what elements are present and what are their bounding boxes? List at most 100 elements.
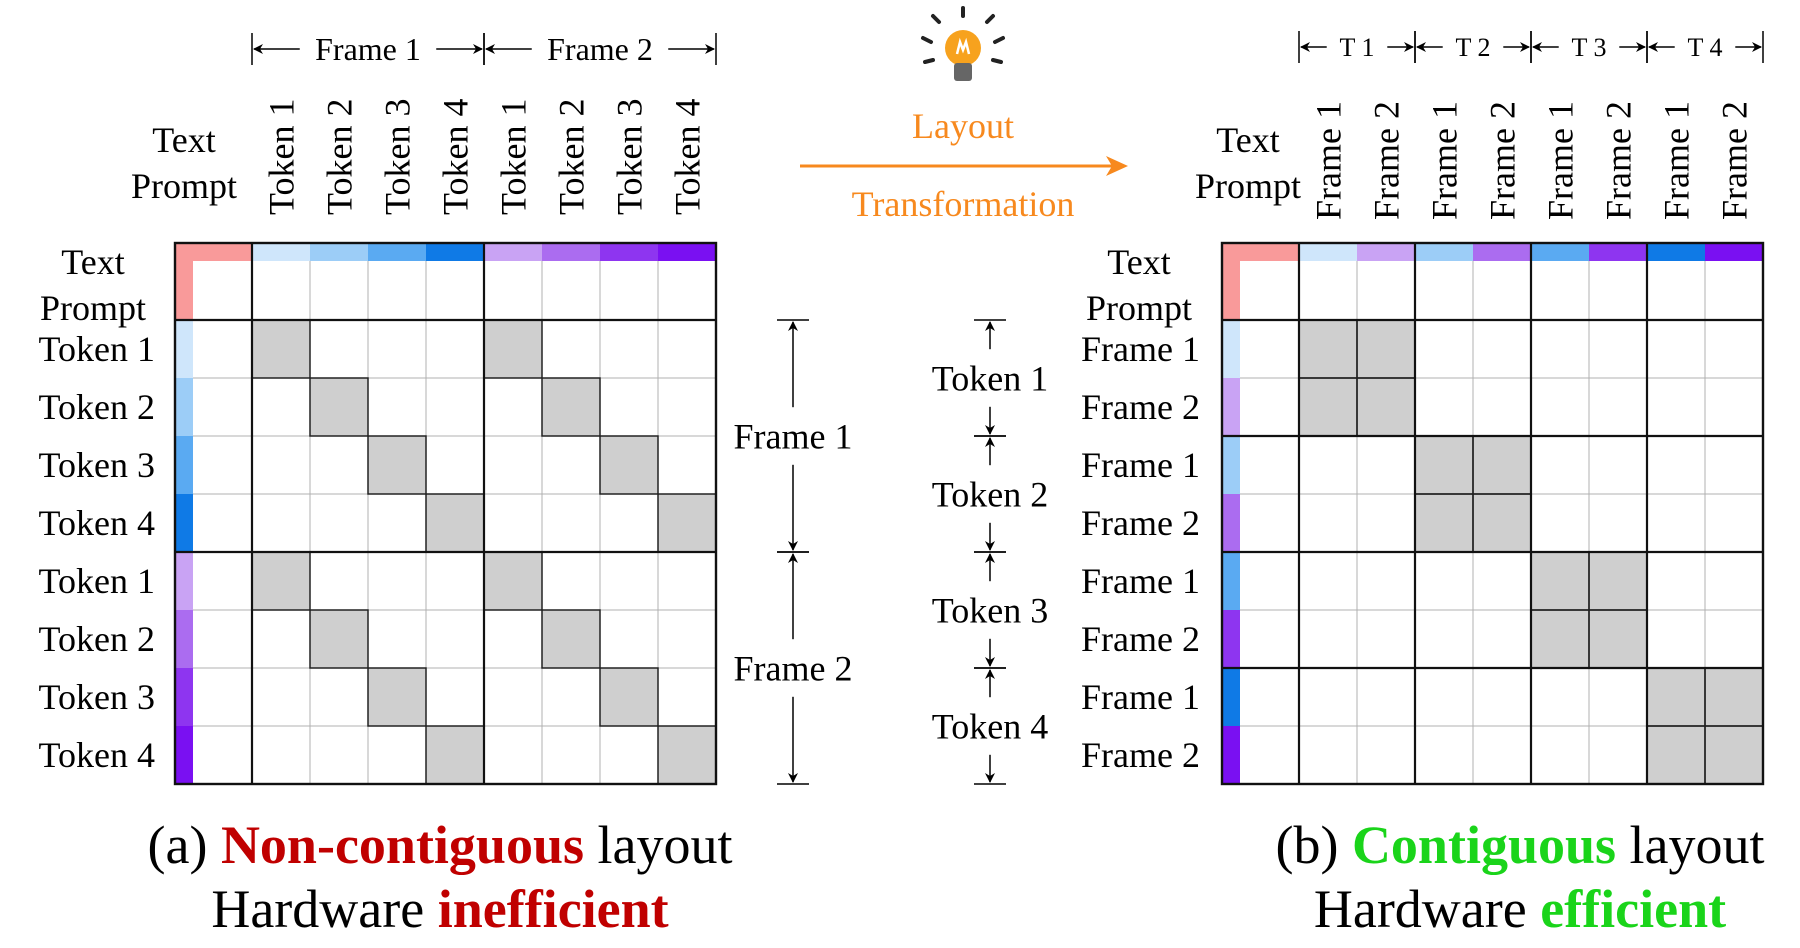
- masked-cell: [658, 726, 716, 784]
- masked-cell: [1473, 494, 1531, 552]
- left-row-label: Token 4: [39, 735, 155, 775]
- column-color-strip: [1531, 243, 1589, 261]
- right-t-header: T 3: [1572, 33, 1607, 62]
- left-col-label: Token 3: [610, 99, 650, 215]
- masked-cell: [1357, 320, 1415, 378]
- right-col-prompt-prompt: Prompt: [1195, 166, 1301, 206]
- column-color-strip: [1357, 243, 1415, 261]
- left-row-label: Token 1: [39, 329, 155, 369]
- column-color-strip: [252, 243, 310, 261]
- middle-token-span: Token 4: [932, 707, 1048, 747]
- middle-token-span: Token 2: [932, 475, 1048, 515]
- left-row-label: Token 2: [39, 387, 155, 427]
- right-caption-prefix: (b): [1275, 815, 1352, 875]
- row-color-strip: [1222, 668, 1240, 726]
- left-frame-header: Frame 2: [547, 31, 653, 67]
- bulb-ray: [921, 36, 933, 44]
- left-side-frame: Frame 1: [734, 417, 853, 457]
- masked-cell: [368, 436, 426, 494]
- right-row-label: Frame 1: [1081, 445, 1200, 485]
- column-color-strip: [1473, 243, 1531, 261]
- masked-cell: [542, 610, 600, 668]
- left-row-label: Token 3: [39, 445, 155, 485]
- right-col-label: Frame 1: [1541, 101, 1581, 220]
- masked-cell: [1705, 668, 1763, 726]
- right-t-header: T 4: [1688, 33, 1723, 62]
- transform-arrow-head: [1106, 156, 1128, 176]
- right-col-label: Frame 1: [1309, 101, 1349, 220]
- bulb-ray: [985, 14, 995, 24]
- row-color-strip: [1222, 436, 1240, 494]
- right-col-label: Frame 2: [1715, 101, 1755, 220]
- column-color-strip: [1589, 243, 1647, 261]
- right-col-prompt-text: Text: [1216, 120, 1279, 160]
- masked-cell: [658, 494, 716, 552]
- right-caption-suffix: layout: [1616, 815, 1765, 875]
- masked-cell-border: [367, 667, 427, 727]
- masked-cell: [1415, 436, 1473, 494]
- right-caption-line2: Hardware efficient: [1240, 882, 1800, 936]
- left-caption2-prefix: Hardware: [211, 879, 438, 939]
- left-attention-matrix: [173, 241, 718, 786]
- masked-cell: [1589, 610, 1647, 668]
- masked-cell: [1415, 494, 1473, 552]
- column-color-strip: [1647, 243, 1705, 261]
- left-row-prompt-text: Text: [61, 242, 124, 282]
- lightbulb-icon: [921, 6, 1005, 81]
- masked-cell: [484, 552, 542, 610]
- row-color-strip: [175, 378, 193, 436]
- right-col-label: Frame 2: [1367, 101, 1407, 220]
- masked-cell: [1473, 436, 1531, 494]
- left-col-label: Token 1: [262, 99, 302, 215]
- column-color-strip: [484, 243, 542, 261]
- masked-cell: [252, 320, 310, 378]
- row-color-strip: [175, 436, 193, 494]
- masked-cell: [1589, 552, 1647, 610]
- masked-cell: [600, 436, 658, 494]
- masked-cell: [310, 378, 368, 436]
- column-color-strip: [658, 243, 716, 261]
- row-color-strip: [175, 320, 193, 378]
- masked-cell: [1357, 378, 1415, 436]
- row-color-strip: [1222, 610, 1240, 668]
- right-col-label: Frame 2: [1483, 101, 1523, 220]
- row-color-strip: [175, 552, 193, 610]
- masked-cell: [1647, 668, 1705, 726]
- masked-cell: [426, 726, 484, 784]
- left-caption-prefix: (a): [147, 815, 221, 875]
- row-color-strip: [1222, 726, 1240, 784]
- row-color-strip: [1222, 552, 1240, 610]
- right-t-header: T 1: [1340, 33, 1375, 62]
- row-color-strip: [1222, 494, 1240, 552]
- masked-cell: [252, 552, 310, 610]
- right-row-prompt-text: Text: [1107, 242, 1170, 282]
- right-caption-line1: (b) Contiguous layout: [1240, 818, 1800, 872]
- bulb-filament: [955, 37, 971, 55]
- column-color-strip: [426, 243, 484, 261]
- right-attention-matrix: [1220, 241, 1765, 786]
- bulb-ray: [931, 14, 941, 24]
- prompt-strip-top: [1222, 243, 1299, 261]
- masked-cell-border: [541, 377, 601, 437]
- row-color-strip: [1222, 378, 1240, 436]
- left-row-label: Token 3: [39, 677, 155, 717]
- left-col-label: Token 1: [494, 99, 534, 215]
- matrix-border: [173, 241, 718, 786]
- masked-cell-border: [309, 377, 369, 437]
- middle-token-span: Token 1: [932, 359, 1048, 399]
- masked-cell: [1299, 320, 1357, 378]
- middle-token-span: Token 3: [932, 591, 1048, 631]
- left-caption-line1: (a) Non-contiguous layout: [120, 818, 760, 872]
- column-color-strip: [1415, 243, 1473, 261]
- right-t-header: T 2: [1456, 33, 1491, 62]
- left-row-label: Token 4: [39, 503, 155, 543]
- right-caption2-highlight: efficient: [1540, 879, 1727, 939]
- left-col-prompt-prompt: Prompt: [131, 166, 237, 206]
- masked-cell: [368, 668, 426, 726]
- right-row-label: Frame 1: [1081, 561, 1200, 601]
- right-row-label: Frame 2: [1081, 387, 1200, 427]
- right-caption2-prefix: Hardware: [1313, 879, 1541, 939]
- right-row-label: Frame 2: [1081, 619, 1200, 659]
